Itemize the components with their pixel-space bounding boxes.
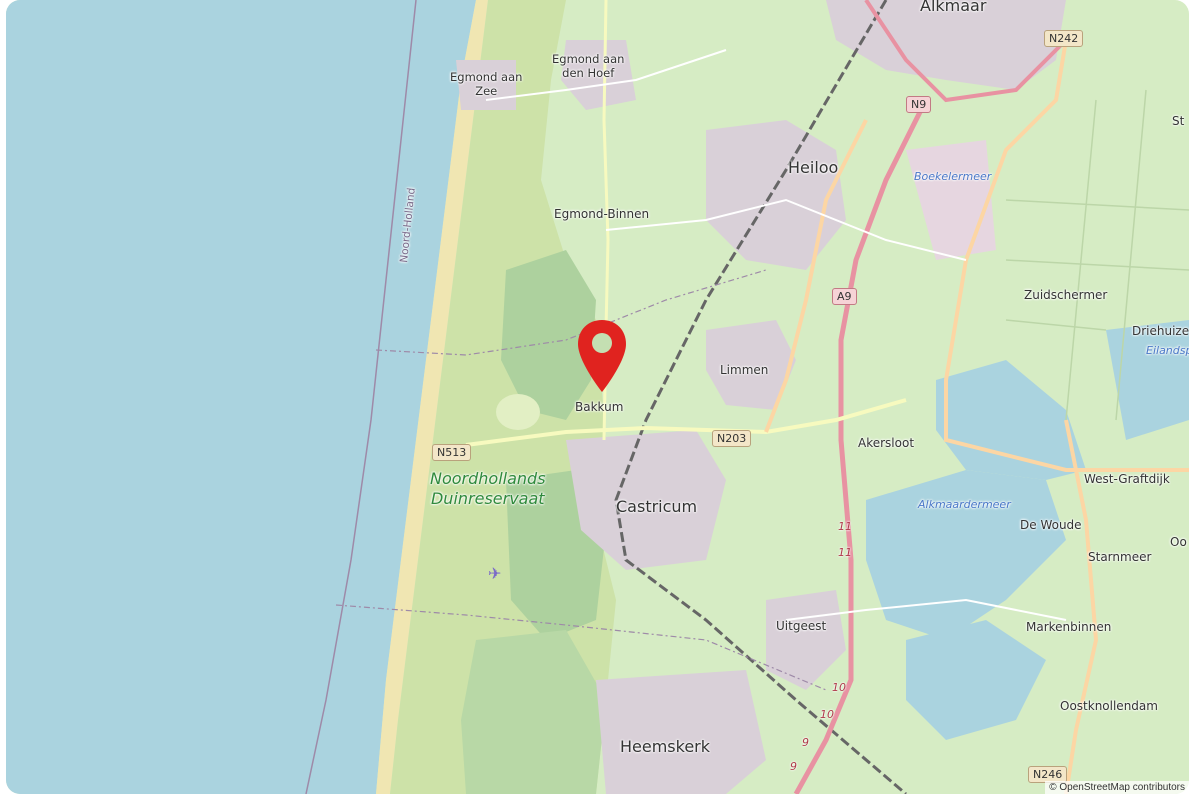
lake-small	[936, 360, 1086, 480]
exit-number: 11	[838, 520, 852, 533]
road-shield-n203: N203	[712, 430, 752, 447]
residential-limmen	[706, 320, 796, 410]
place-west-graftdijk: West-Graftdijk	[1084, 472, 1170, 486]
road-shield-n513: N513	[432, 444, 472, 461]
place-alkmaardermeer: Alkmaardermeer	[918, 498, 1011, 511]
place-egmond-aan-den-hoef-line2: den Hoef	[562, 66, 615, 80]
place-castricum: Castricum	[616, 497, 698, 516]
road-n203	[465, 398, 907, 447]
road-local	[485, 49, 727, 101]
residential-uitgeest	[766, 590, 846, 690]
boundary-line	[375, 269, 767, 356]
place-oostknollendam: Oostknollendam	[1060, 699, 1158, 713]
map-view[interactable]: Alkmaar Egmond aan Zee Egmond aan den Ho…	[6, 0, 1189, 794]
residential-alkmaar	[826, 0, 1066, 90]
beach	[376, 0, 488, 794]
place-bakkum: Bakkum	[575, 400, 624, 414]
place-driehuizen: Driehuize	[1132, 324, 1189, 338]
road-shield-n246: N246	[1028, 766, 1068, 783]
north-sea	[6, 0, 476, 794]
place-de-woude: De Woude	[1020, 518, 1082, 532]
forest-patch	[501, 250, 596, 420]
residential-egmond	[561, 40, 636, 110]
road-n246	[1064, 419, 1099, 794]
forest-patch	[461, 630, 606, 794]
place-egmond-aan-zee-line1: Egmond aan	[450, 70, 523, 84]
place-egmond-aan-den-hoef: Egmond aan den Hoef	[552, 52, 624, 80]
place-st: St	[1172, 114, 1185, 128]
park-name-line1: Noordhollands	[430, 469, 546, 488]
place-limmen: Limmen	[720, 363, 769, 377]
residential-heemskerk	[596, 670, 766, 794]
railway	[614, 0, 907, 794]
place-egmond-aan-zee: Egmond aan Zee	[450, 70, 522, 98]
place-heiloo: Heiloo	[788, 158, 839, 177]
place-egmond-aan-den-hoef-line1: Egmond aan	[552, 52, 625, 66]
place-oo: Oo	[1170, 535, 1187, 549]
road-shield-n9: N9	[906, 96, 932, 113]
exit-number: 9	[802, 736, 809, 749]
lake-east	[1106, 320, 1189, 440]
motorway-a9	[793, 98, 929, 794]
park-noordhollands-duinreservaat: Noordhollands Duinreservaat	[430, 469, 546, 509]
road-local	[785, 598, 1067, 621]
residential-castricum	[566, 430, 726, 570]
place-markenbinnen: Markenbinnen	[1026, 620, 1112, 634]
motorway-n9	[864, 0, 1068, 103]
heath-area	[496, 394, 540, 430]
park-name-line2: Duinreservaat	[430, 489, 545, 508]
industrial-boekelermeer	[906, 140, 996, 260]
exit-number: 11	[838, 546, 852, 559]
exit-number: 9	[790, 760, 797, 773]
map-pin-icon[interactable]	[576, 318, 628, 396]
residential-heiloo	[706, 120, 846, 270]
road-shield-n242: N242	[1044, 30, 1084, 47]
exit-number: 10	[832, 681, 846, 694]
province-boundary	[305, 0, 417, 794]
road-n242	[944, 39, 1189, 472]
place-zuidschermer: Zuidschermer	[1024, 288, 1108, 302]
place-boekelermeer: Boekelermeer	[914, 170, 992, 183]
polder-lines	[1005, 89, 1189, 421]
road-n203-east	[764, 119, 868, 433]
exit-number: 10	[820, 708, 834, 721]
map-attribution[interactable]: © OpenStreetMap contributors	[1045, 781, 1189, 794]
place-eilandspolder: Eilandsp	[1146, 344, 1189, 357]
place-starnmeer: Starnmeer	[1088, 550, 1152, 564]
map-canvas	[6, 0, 1189, 794]
place-alkmaar: Alkmaar	[920, 0, 987, 15]
lake-south	[906, 620, 1046, 740]
airfield-icon: ✈	[488, 564, 502, 583]
alkmaardermeer-lake	[866, 470, 1066, 640]
boundary-line	[335, 604, 827, 691]
place-akersloot: Akersloot	[858, 436, 915, 450]
place-egmond-binnen: Egmond-Binnen	[554, 207, 650, 221]
place-egmond-aan-zee-line2: Zee	[475, 84, 498, 98]
place-uitgeest: Uitgeest	[776, 619, 827, 633]
road-shield-a9: A9	[832, 288, 857, 305]
road-local	[605, 198, 967, 261]
place-heemskerk: Heemskerk	[620, 737, 711, 756]
